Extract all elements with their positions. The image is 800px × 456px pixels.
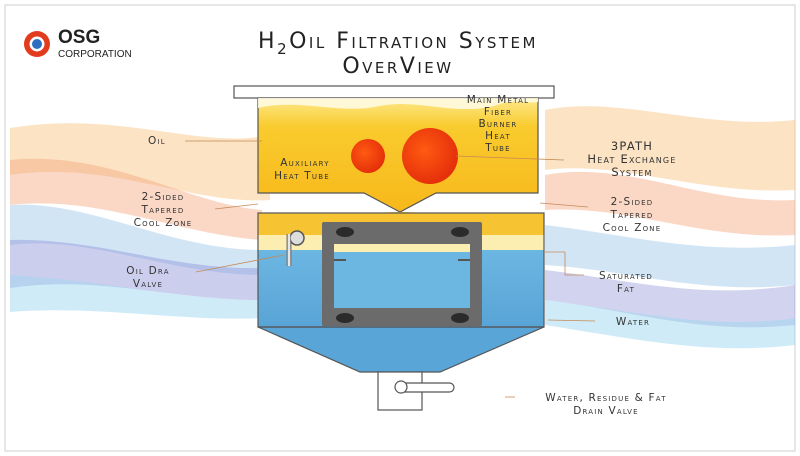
logo-name: OSG: [58, 27, 100, 48]
label-saturated-1: Saturated: [599, 270, 653, 282]
label-main-2: Fiber: [484, 106, 512, 118]
label-tapered-left-1: 2-Sided: [142, 191, 185, 203]
title-line2: OverView: [342, 54, 453, 79]
background-swirls: [10, 106, 795, 349]
label-3path-1: 3PATH: [611, 139, 653, 153]
label-3path-2: Heat Exchange: [587, 152, 676, 166]
svg-text:H2Oil Filtration System: H2Oil Filtration System: [258, 29, 538, 58]
label-tapered-right-3: Cool Zone: [603, 222, 662, 234]
label-3path-3: System: [611, 165, 652, 179]
title-subscript: 2: [277, 40, 289, 58]
label-main-3: Burner: [479, 118, 518, 130]
page-title: H2Oil Filtration System OverView: [258, 29, 538, 79]
title-line1: Oil Filtration System: [289, 29, 538, 54]
main-heat-tube: [402, 128, 458, 184]
label-drain-1: Water, Residue & Fat: [545, 392, 666, 404]
title-h: H: [258, 29, 277, 54]
bottom-drain-valve: [377, 371, 455, 411]
label-tapered-left-2: Tapered: [141, 204, 185, 216]
oil-tank: [257, 97, 539, 213]
label-tapered-left-3: Cool Zone: [134, 217, 193, 229]
label-main-1: Main Metal: [467, 94, 529, 106]
frame-border: [4, 4, 796, 452]
label-oil-drain-2: Valve: [133, 278, 163, 290]
auxiliary-heat-tube: [351, 139, 385, 173]
label-main-5: Tube: [484, 142, 511, 154]
logo-subtitle: CORPORATION: [58, 49, 132, 60]
label-auxiliary-1: Auxiliary: [280, 157, 329, 169]
label-water: Water: [616, 316, 650, 328]
oil-drain-valve: [286, 230, 305, 266]
filter-basket: [322, 222, 482, 326]
label-drain-2: Drain Valve: [573, 405, 639, 417]
label-auxiliary-2: Heat Tube: [274, 170, 330, 182]
label-oil: Oil: [148, 135, 166, 147]
label-oil-drain-1: Oil Dra: [126, 265, 169, 277]
label-main-4: Heat: [485, 130, 511, 142]
label-saturated-2: Fat: [617, 283, 635, 295]
label-tapered-right-1: 2-Sided: [611, 196, 654, 208]
labels: Oil Auxiliary Heat Tube Main Metal Fiber…: [126, 94, 676, 417]
leader-lines: [185, 140, 596, 398]
label-tapered-right-2: Tapered: [610, 209, 654, 221]
osg-logo: OSG CORPORATION: [24, 27, 132, 60]
